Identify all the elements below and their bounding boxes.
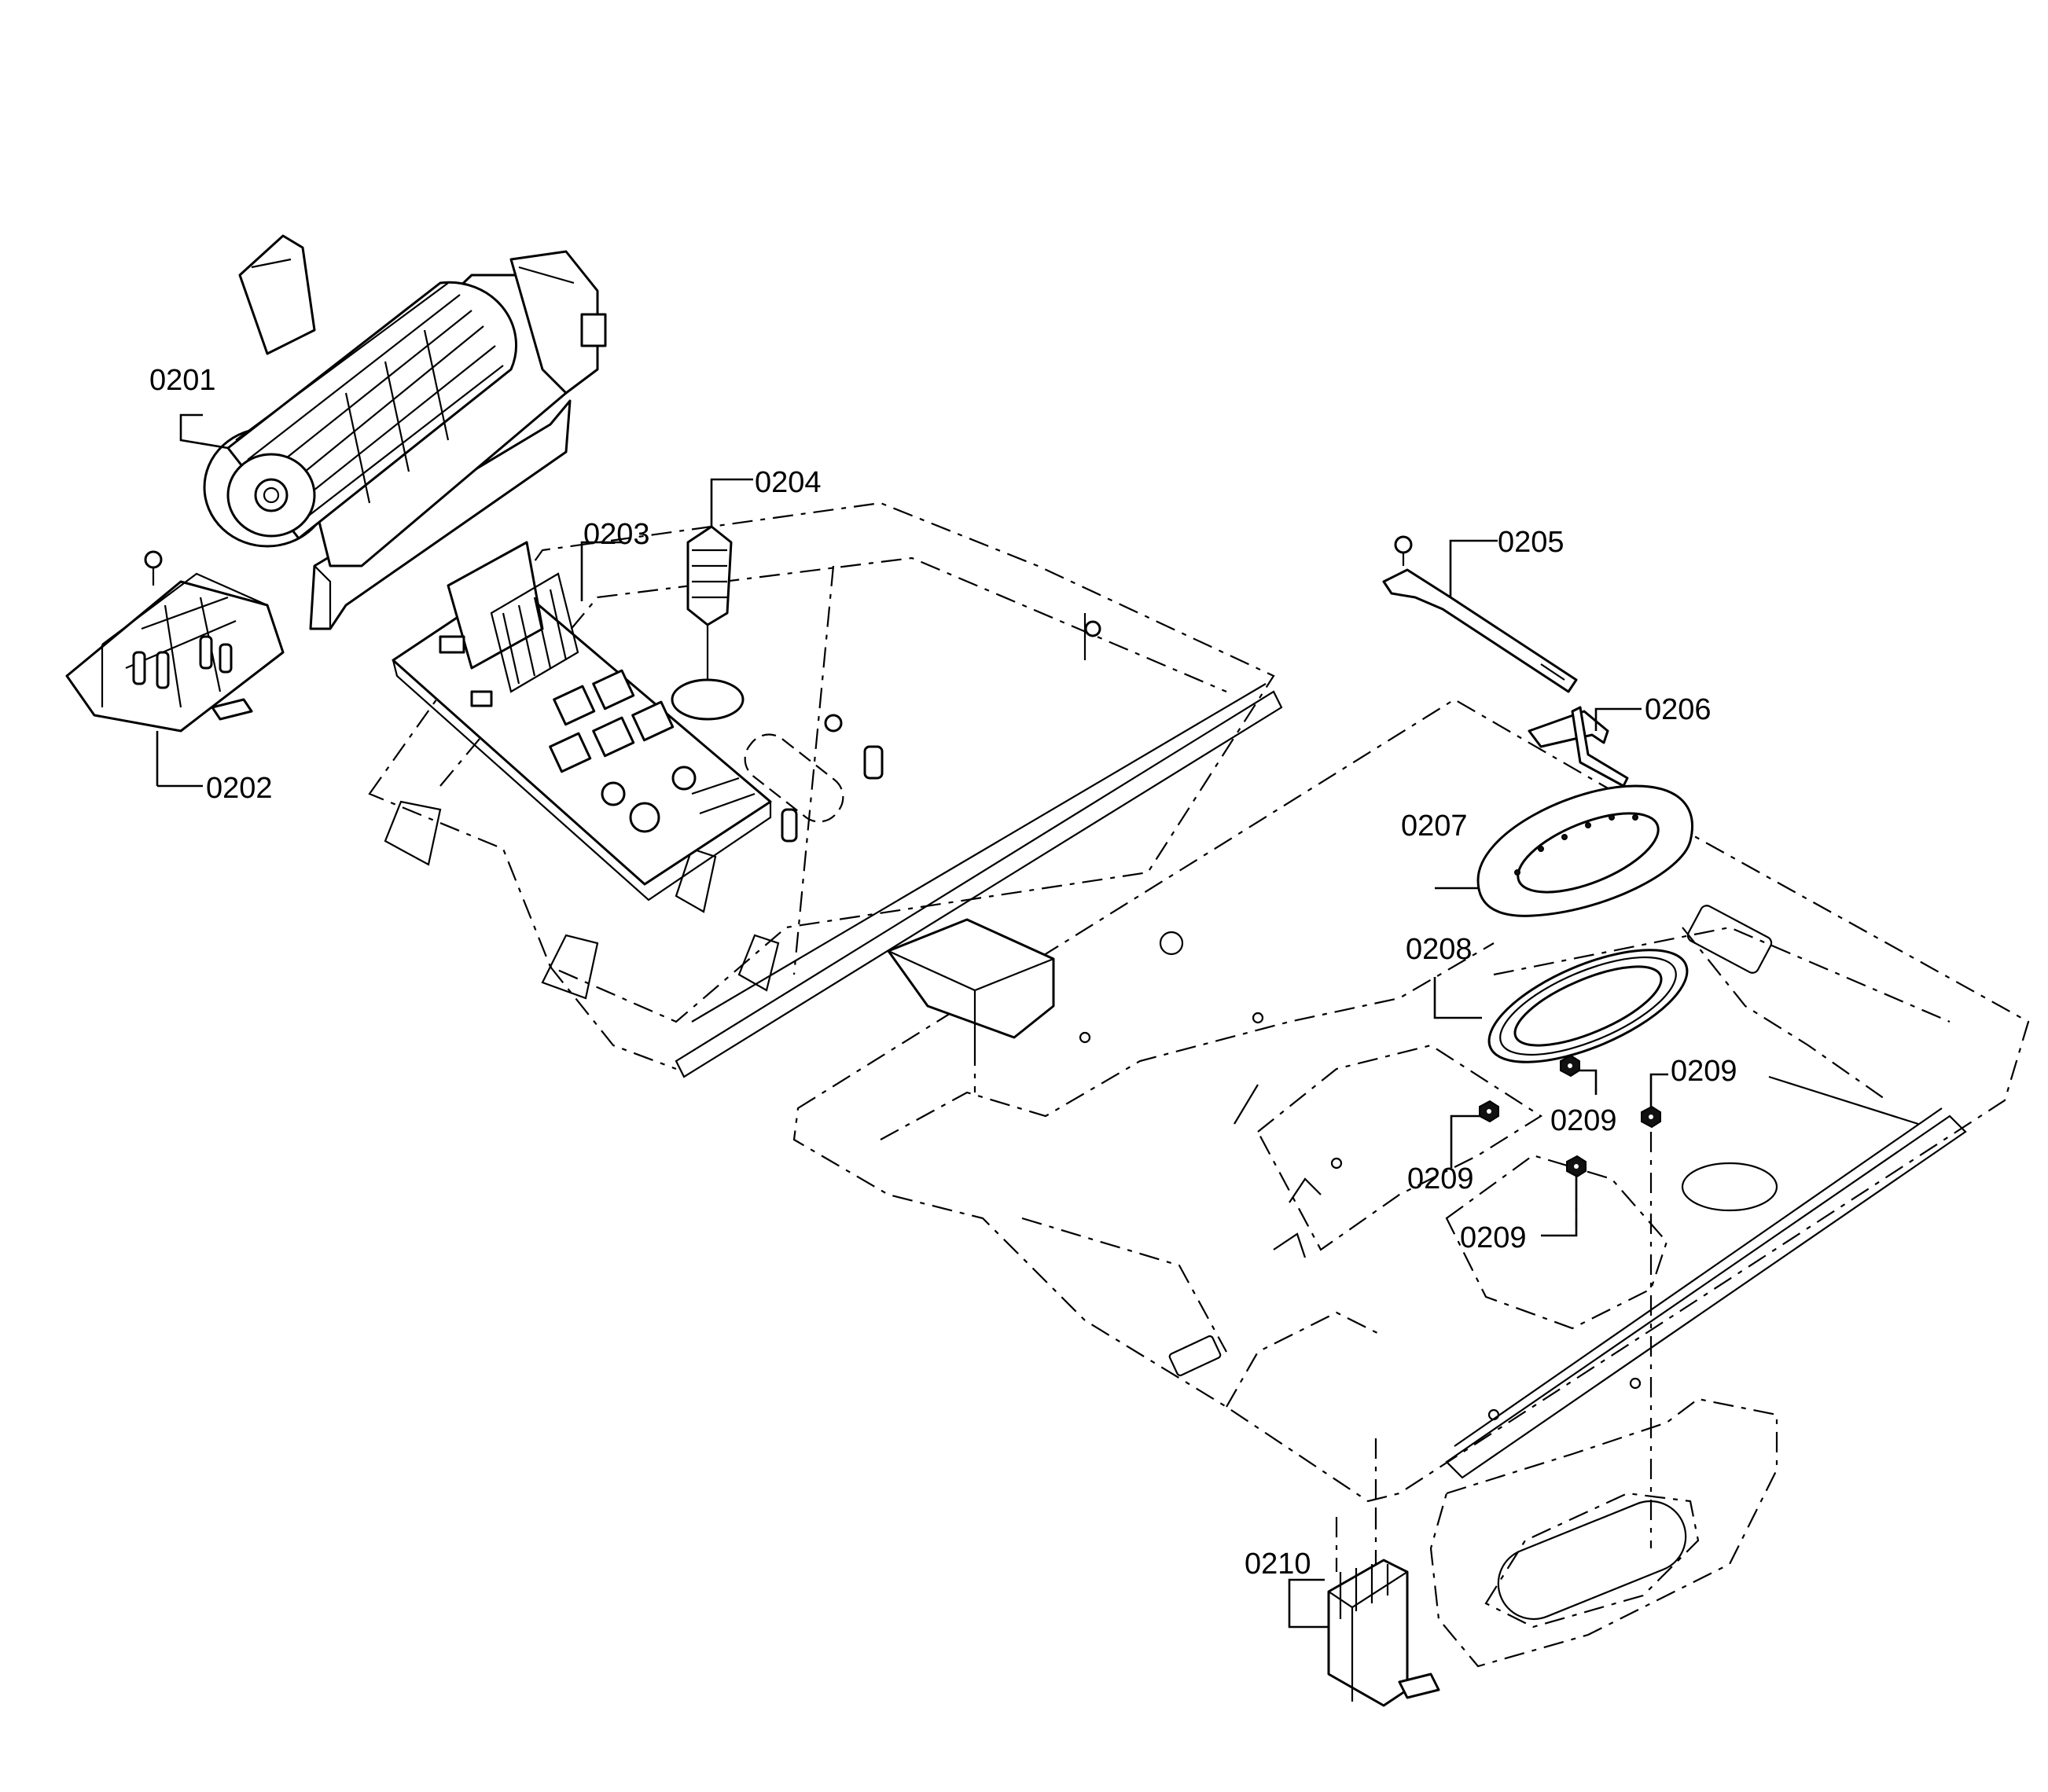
callout-0202: 0202 — [206, 772, 273, 805]
control-circuit-board-icon — [392, 541, 772, 902]
right-base-plate — [792, 698, 2030, 1503]
nut-icon — [1479, 1054, 1661, 1178]
leader-lines — [156, 413, 1668, 1629]
terminal-block-icon — [1327, 1509, 1440, 1707]
callout-0209: 0209 — [1407, 1162, 1474, 1195]
alignment-lines — [973, 1045, 1653, 1548]
cross-flow-fan-icon — [203, 234, 607, 630]
filter-board-bracket-icon — [65, 550, 285, 733]
mounting-strap-icon — [1382, 535, 1578, 693]
callout-0206: 0206 — [1645, 693, 1712, 726]
callout-0210: 0210 — [1245, 1548, 1311, 1581]
oval-plate-icon — [1476, 784, 1693, 917]
callout-0209: 0209 — [1550, 1104, 1617, 1137]
callout-labels: 0201 0202 0203 0204 0205 0206 0207 0208 … — [149, 364, 1737, 1581]
callout-0209: 0209 — [1671, 1055, 1737, 1088]
callout-0201: 0201 — [149, 364, 216, 397]
connector-plug-icon — [671, 525, 745, 721]
clip-icon — [1528, 706, 1629, 788]
callout-0204: 0204 — [755, 466, 822, 499]
callout-0207: 0207 — [1401, 810, 1468, 843]
callout-0208: 0208 — [1406, 933, 1473, 966]
callout-0203: 0203 — [583, 518, 650, 551]
oval-gasket-icon — [1487, 949, 1689, 1063]
callout-0205: 0205 — [1498, 526, 1564, 559]
callout-0209: 0209 — [1460, 1221, 1527, 1254]
